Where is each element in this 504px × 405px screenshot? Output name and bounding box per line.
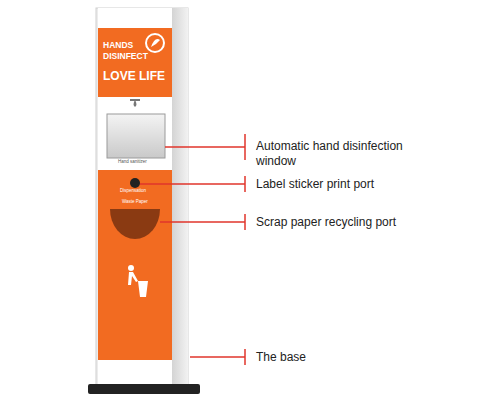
- port-caption: Waste Paper: [122, 200, 148, 205]
- trash-icon: [128, 265, 148, 297]
- scrap-port: [110, 209, 160, 239]
- top-banner: HANDS DISINFECT LOVE LIFE: [98, 28, 172, 97]
- leader-tick: [244, 214, 246, 230]
- banner-slogan: HANDS DISINFECT: [103, 40, 153, 61]
- logo-ring: [146, 34, 164, 52]
- kiosk-side: [172, 8, 188, 386]
- leader-lines: [140, 134, 245, 365]
- disinfection-window: [107, 114, 165, 158]
- top-panel: [98, 28, 172, 97]
- leader-line: [190, 356, 245, 358]
- lower-panel: [98, 170, 172, 360]
- kiosk-frame: [96, 8, 188, 386]
- kiosk-foot: [98, 360, 172, 384]
- trash-icon-head: [128, 265, 134, 271]
- drop-icon: [134, 100, 137, 107]
- leader-tick: [244, 349, 246, 365]
- lower-panel-labels: DispensationWaste Paper: [98, 170, 172, 360]
- callout-label: Automatic hand disinfection window: [256, 139, 428, 169]
- nozzle-icon: [130, 99, 140, 101]
- callout-label: The base: [256, 350, 456, 365]
- window-caption: Hand sanitizer: [118, 159, 158, 165]
- banner-slogan: LOVE LIFE: [103, 70, 165, 83]
- kiosk-face: [98, 8, 172, 386]
- sticker-port: [130, 178, 140, 188]
- logo-mark: [151, 39, 160, 47]
- callout-label: Scrap paper recycling port: [256, 215, 456, 230]
- trash-icon-bin: [138, 281, 148, 297]
- leader-line: [165, 146, 245, 148]
- leader-line: [140, 183, 245, 185]
- base-plate: [88, 384, 200, 394]
- callout-label: Label sticker print port: [256, 177, 456, 192]
- port-caption: Dispensation: [120, 189, 146, 194]
- leader-tick: [244, 134, 246, 160]
- leader-tick: [244, 176, 246, 192]
- leader-line: [160, 221, 245, 223]
- trash-icon-body: [128, 272, 138, 285]
